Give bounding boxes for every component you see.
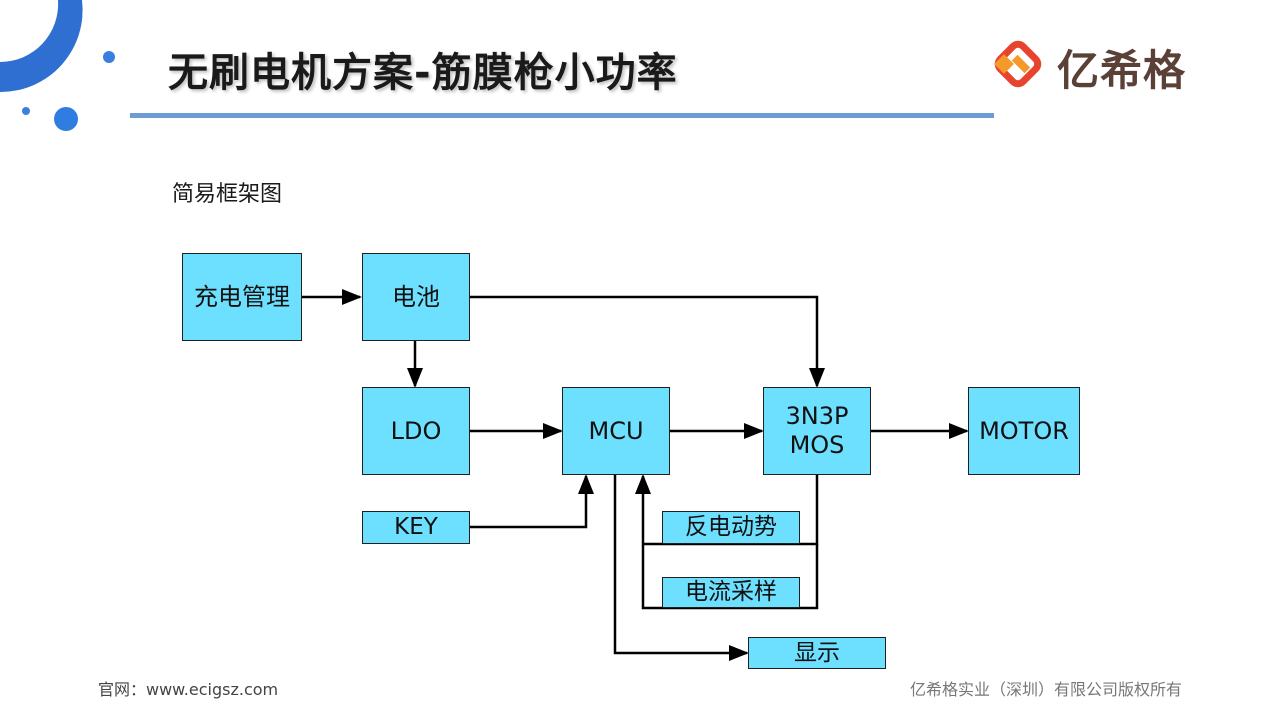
block-mos-label-line1: 3N3P xyxy=(785,402,849,430)
feedback-line-current xyxy=(635,474,819,610)
title-underline xyxy=(130,113,994,118)
diagram-subtitle: 简易框架图 xyxy=(172,182,283,207)
footer-website: 官网：www.ecigsz.com xyxy=(98,680,279,699)
arrow-key-to-mcu xyxy=(470,474,594,529)
block-key-label: KEY xyxy=(394,514,438,540)
company-logo-icon xyxy=(994,40,1042,88)
block-mos-label-line2: MOS xyxy=(789,431,845,459)
block-charge-management: 充电管理 xyxy=(182,253,302,341)
block-charge-label: 充电管理 xyxy=(194,282,290,311)
block-key: KEY xyxy=(362,511,470,544)
arrow-mcu-to-display xyxy=(613,475,749,661)
block-ldo-label: LDO xyxy=(390,416,442,445)
corner-decoration xyxy=(0,0,115,131)
block-battery: 电池 xyxy=(362,253,470,341)
block-battery-label: 电池 xyxy=(392,282,440,311)
block-back-emf: 反电动势 xyxy=(662,511,800,544)
block-motor: MOTOR xyxy=(968,387,1080,475)
block-back-emf-label: 反电动势 xyxy=(685,514,777,540)
footer-copyright: 亿希格实业（深圳）有限公司版权所有 xyxy=(910,680,1183,699)
block-motor-label: MOTOR xyxy=(979,416,1069,445)
block-mos: 3N3P MOS xyxy=(763,387,871,475)
block-current-sampling: 电流采样 xyxy=(662,577,800,608)
block-mcu-label: MCU xyxy=(588,416,644,445)
block-current-sampling-label: 电流采样 xyxy=(685,579,777,605)
block-display-label: 显示 xyxy=(794,639,840,666)
block-ldo: LDO xyxy=(362,387,470,475)
arrow-battery-to-mos xyxy=(470,295,825,388)
page-title: 无刷电机方案-筋膜枪小功率 xyxy=(168,50,678,96)
block-mcu: MCU xyxy=(562,387,670,475)
logo-text: 亿希格 xyxy=(1057,46,1187,95)
block-display: 显示 xyxy=(748,637,886,669)
